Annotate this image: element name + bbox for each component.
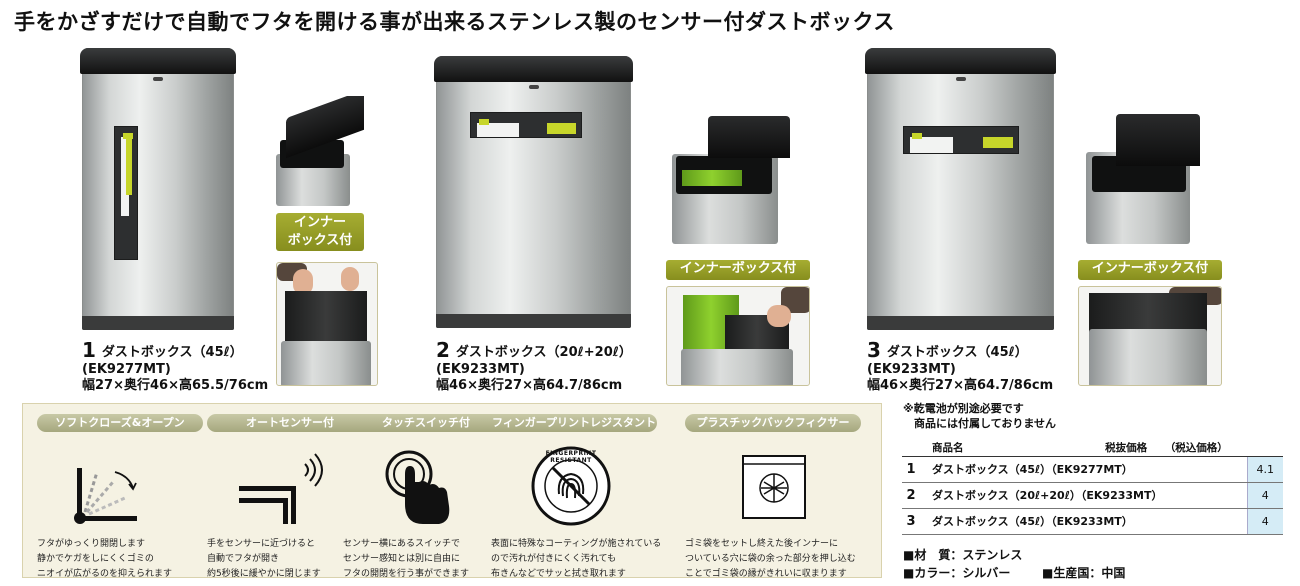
fingerprint-stamp-text: FINGERPRINT RESISTANT bbox=[545, 450, 597, 464]
feature-desc: センサー横にあるスイッチで センサー感知とは別に自由に フタの開閉を行う事ができ… bbox=[343, 539, 470, 579]
feature-auto-sensor: オートセンサー付 手をセンサーに近づけると 自動でフタが開き 約5秒後に緩やかに… bbox=[207, 414, 373, 582]
spec-origin: ■生産国：中国 bbox=[1042, 566, 1126, 580]
feature-desc: 手をセンサーに近づけると 自動でフタが開き 約5秒後に緩やかに閉じます bbox=[207, 539, 321, 579]
bag-fixer-icon bbox=[742, 455, 806, 519]
feature-touch-switch: タッチスイッチ付 センサー横にあるスイッチで センサー感知とは別に自由に フタの… bbox=[343, 414, 509, 582]
product-1-image bbox=[80, 48, 236, 330]
inner-box-badge-1: インナーボックス付 bbox=[276, 213, 364, 251]
battery-notes: ※乾電池が別途必要です 商品には付属しておりません bbox=[903, 402, 1057, 430]
product-2-inner-box-photo bbox=[666, 286, 810, 386]
table-row: 1 ダストボックス（45ℓ）（EK9277MT） 4.1 bbox=[902, 456, 1283, 483]
table-row: 3 ダストボックス（45ℓ）（EK9233MT） 4 bbox=[902, 508, 1283, 535]
table-row: 2 ダストボックス（20ℓ+20ℓ）（EK9233MT） 4 bbox=[902, 482, 1283, 509]
feature-desc: 表面に特殊なコーティングが施されている ので汚れが付きにくく汚れても 布きんなど… bbox=[491, 539, 662, 579]
price-table: 商品名 税抜価格 （税込価格） 1 ダストボックス（45ℓ）（EK9277MT）… bbox=[902, 439, 1283, 535]
auto-sensor-icon bbox=[239, 453, 323, 524]
feature-title: オートセンサー付 bbox=[207, 414, 373, 432]
product-1-inner-box-photo bbox=[276, 262, 378, 386]
feature-bag-fixer: プラスチックバックフィクサー ゴミ袋をセットし終えた後インナーに ついている穴に… bbox=[685, 414, 861, 582]
touch-switch-icon bbox=[385, 450, 450, 524]
product-2-image bbox=[434, 56, 633, 328]
feature-soft-close: ソフトクローズ&オープン フタがゆっくり開閉します 静かでケガをしにくくゴミの … bbox=[37, 414, 203, 582]
inner-box-badge-3: インナーボックス付 bbox=[1078, 260, 1222, 280]
header-price-ex-tax: 税抜価格 bbox=[1105, 441, 1148, 454]
fingerprint-resistant-icon bbox=[531, 446, 611, 526]
product-3-image bbox=[865, 48, 1056, 330]
header-price-inc-tax: （税込価格） bbox=[1164, 441, 1228, 454]
product-3-inner-box-photo bbox=[1078, 286, 1222, 386]
product-2-open-lid-photo bbox=[668, 112, 796, 244]
page-headline: 手をかざすだけで自動でフタを開ける事が出来るステンレス製のセンサー付ダストボック… bbox=[14, 10, 895, 34]
feature-desc: ゴミ袋をセットし終えた後インナーに ついている穴に袋の余った部分を押し込む こと… bbox=[685, 539, 856, 579]
price-table-header: 商品名 税抜価格 （税込価格） bbox=[902, 439, 1283, 457]
feature-title: タッチスイッチ付 bbox=[343, 414, 509, 432]
product-3-open-lid-photo bbox=[1084, 112, 1204, 244]
feature-title: ソフトクローズ&オープン bbox=[37, 414, 203, 432]
features-panel: ソフトクローズ&オープン フタがゆっくり開閉します 静かでケガをしにくくゴミの … bbox=[22, 403, 882, 579]
feature-desc: フタがゆっくり開閉します 静かでケガをしにくくゴミの ニオイが広がるのを抑えられ… bbox=[37, 539, 173, 579]
product-1-open-lid-photo bbox=[270, 96, 374, 206]
feature-title: プラスチックバックフィクサー bbox=[685, 414, 861, 432]
inner-box-badge-2: インナーボックス付 bbox=[666, 260, 810, 280]
spec-material: ■材 質：ステンレス bbox=[903, 548, 1023, 562]
feature-title: フィンガープリントレジスタント bbox=[491, 414, 657, 432]
spec-color: ■カラー：シルバー bbox=[903, 566, 1011, 580]
feature-fingerprint-resistant: フィンガープリントレジスタント FINGERPRINT RESISTANT 表面… bbox=[491, 414, 662, 582]
header-product-name: 商品名 bbox=[932, 441, 964, 454]
soft-close-icon bbox=[74, 468, 137, 524]
